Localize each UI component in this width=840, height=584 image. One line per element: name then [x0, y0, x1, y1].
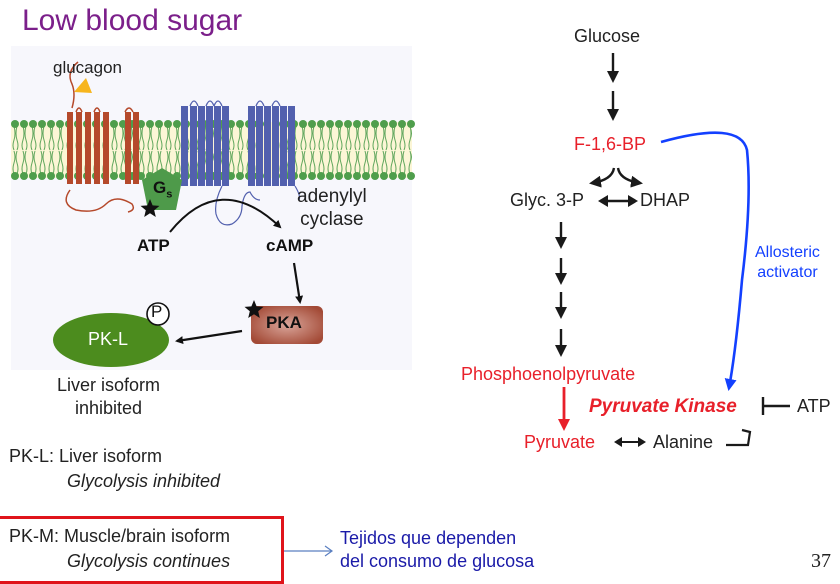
lipid-head [326, 172, 334, 180]
lipid-head [110, 172, 118, 180]
isoform-pkm-effect: Glycolysis continues [67, 551, 231, 571]
lipid-head [299, 172, 307, 180]
pkl-label: PK-L [88, 329, 129, 349]
lipid-head [380, 172, 388, 180]
glucagon-icon [74, 78, 92, 93]
glucagon-label: glucagon [53, 58, 123, 77]
lipid-head [29, 172, 37, 180]
lipid-head [389, 120, 397, 128]
lipid-head [11, 120, 19, 128]
atp-label: ATP [137, 236, 170, 255]
pkl-ellipse [53, 313, 169, 367]
lipid-head [362, 120, 370, 128]
phosphate-icon [146, 302, 170, 326]
page-number: 37 [811, 550, 831, 572]
lipid-head [407, 120, 415, 128]
glucagon-receptor [65, 61, 139, 213]
lipid-head [389, 172, 397, 180]
split-arrow-left [589, 167, 616, 188]
dhap-label: DHAP [640, 190, 691, 210]
lipid-head [236, 120, 244, 128]
lipid-head [317, 172, 325, 180]
lipid-head [56, 172, 64, 180]
atp-to-camp-arrow [169, 198, 282, 233]
gs-label: Gs [153, 178, 173, 201]
isoform-pkm-name: PK-M: Muscle/brain isoform [9, 526, 231, 546]
lipid-head [155, 120, 163, 128]
slide-title: Low blood sugar [22, 4, 243, 37]
lipid-head [371, 120, 379, 128]
lipid-head [38, 172, 46, 180]
pyruvate-label: Pyruvate [524, 432, 596, 452]
pka-to-pkl-arrow [175, 329, 243, 345]
lipid-head [398, 120, 406, 128]
lipid-head [308, 120, 316, 128]
camp-to-pka-arrow [292, 262, 304, 304]
lipid-head [317, 120, 325, 128]
isoform-pkl-name: PK-L: Liver isoform [9, 446, 163, 466]
glucose-label: Glucose [574, 26, 641, 46]
lipid-head [164, 120, 172, 128]
note-arrow [281, 545, 334, 557]
atp-inhibitor-label: ATP [797, 396, 831, 416]
lipid-head [344, 172, 352, 180]
pyruvate-alanine-equilibrium-arrow [614, 437, 646, 447]
lipid-head [20, 172, 28, 180]
lipid-head [380, 120, 388, 128]
lipid-head [398, 172, 406, 180]
lipid-head [335, 172, 343, 180]
split-arrow-right [616, 167, 643, 188]
pep-label: Phosphoenolpyruvate [461, 364, 636, 384]
lipid-head [146, 120, 154, 128]
lipid-head [29, 120, 37, 128]
glyc3p-label: Glyc. 3-P [510, 190, 585, 210]
pka-activated-star-icon [244, 300, 264, 318]
phosphate-label: P [151, 302, 163, 321]
pyruvate-kinase-label: Pyruvate Kinase [589, 396, 737, 417]
alanine-inhibition-hook [726, 428, 752, 447]
lipid-head [110, 120, 118, 128]
lipid-head [353, 172, 361, 180]
lipid-head [47, 172, 55, 180]
lipid-head [362, 172, 370, 180]
f16bp-label: F-1,6-BP [574, 134, 647, 154]
lipid-head [236, 172, 244, 180]
lipid-head [371, 172, 379, 180]
lipid-head [11, 172, 19, 180]
lipid-head [20, 120, 28, 128]
pka-label: PKA [266, 313, 302, 332]
lipid-head [308, 172, 316, 180]
gs-protein [142, 168, 182, 210]
lipid-head [56, 120, 64, 128]
lipid-head [299, 120, 307, 128]
lipid-head [344, 120, 352, 128]
glyc3p-dhap-equilibrium-arrow [598, 195, 638, 207]
adenylyl-cyclase [181, 100, 301, 226]
lipid-head [335, 120, 343, 128]
signaling-panel [11, 46, 412, 370]
lipid-head [38, 120, 46, 128]
allosteric-activation-arrow [660, 131, 750, 391]
atp-inhibition-bar [761, 397, 790, 415]
lipid-head [353, 120, 361, 128]
lipid-head [407, 172, 415, 180]
alanine-label: Alanine [653, 432, 714, 452]
lipid-head [326, 120, 334, 128]
gs-activated-star-icon [140, 199, 160, 217]
isoform-pkl-effect: Glycolysis inhibited [67, 471, 221, 491]
camp-label: cAMP [266, 236, 314, 255]
lipid-head [173, 120, 181, 128]
lipid-head [47, 120, 55, 128]
pka-box [251, 306, 323, 344]
